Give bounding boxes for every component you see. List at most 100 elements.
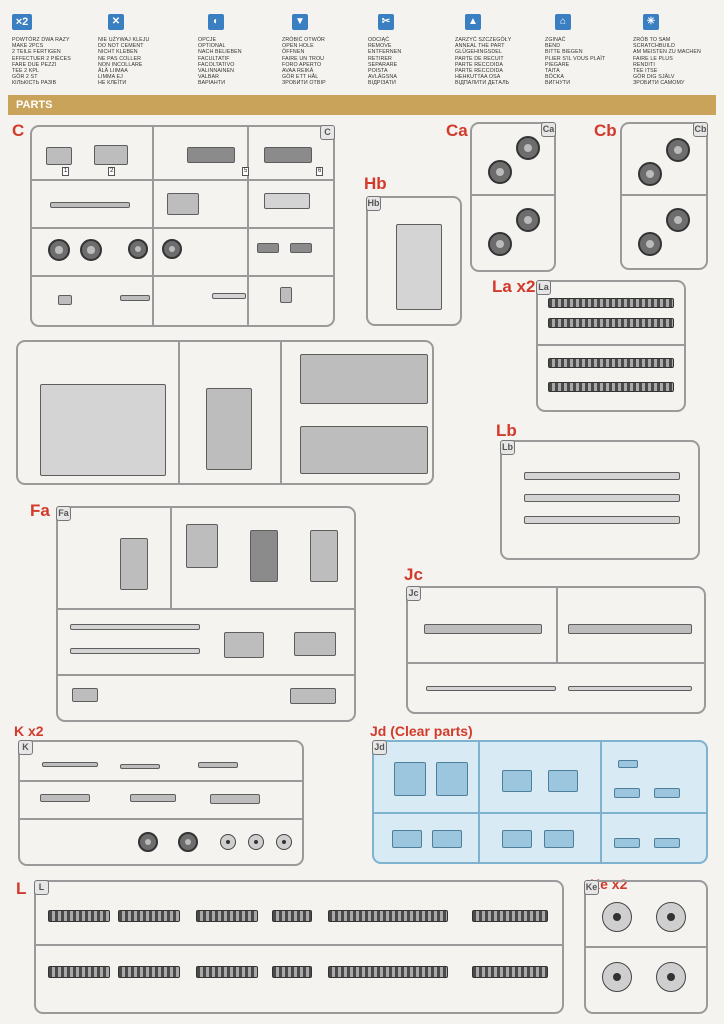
sprue-runner [58, 608, 354, 610]
road-wheel-part [656, 962, 686, 992]
times-two-icon: ×2 [12, 14, 32, 30]
sprue-tag-k: K [18, 740, 33, 755]
sprocket-part [516, 136, 540, 160]
sprue-jc: Jc [406, 586, 706, 714]
track-links-part [48, 966, 110, 978]
sprue-l: L [34, 880, 564, 1014]
sprocket-part [488, 232, 512, 256]
track-links-part [472, 910, 548, 922]
wheel-part [276, 834, 292, 850]
track-links-part [328, 910, 448, 922]
sprue-ke: Ke [584, 880, 708, 1014]
part [264, 193, 310, 209]
sprue-runner [247, 127, 249, 325]
sprue-runner [478, 742, 480, 862]
track-links-part [196, 966, 258, 978]
part [70, 648, 200, 654]
sprue-c: C 1 2 5 6 [30, 125, 335, 327]
part [198, 762, 238, 768]
section-label-jd: Jd (Clear parts) [370, 723, 473, 739]
part [40, 794, 90, 802]
hull-plate-part [40, 384, 166, 476]
part [186, 524, 218, 568]
hull-side-part [206, 388, 252, 470]
sprue-runner [472, 194, 554, 196]
no-glue-icon: ✕ [108, 14, 124, 30]
sprocket-part [666, 208, 690, 232]
clear-lens-part [614, 788, 640, 798]
sprue-tag-lb: Lb [500, 440, 515, 455]
clear-window-part [392, 830, 422, 848]
scratchbuild-icon: ✳ [643, 14, 659, 30]
part [70, 624, 200, 630]
part [167, 193, 199, 215]
clear-lens-part [654, 838, 680, 848]
clear-window-part [502, 830, 532, 848]
hull-floor-part [300, 354, 428, 404]
bend-icon: ⌂ [555, 14, 571, 30]
sprue-runner [178, 342, 180, 483]
sprue-runner [20, 818, 302, 820]
track-run-part [524, 494, 680, 502]
track-links-part [548, 298, 674, 308]
sprue-ca: Ca [470, 122, 556, 272]
sprocket-part [638, 162, 662, 186]
clear-window-part [436, 762, 468, 796]
road-wheel-part [602, 962, 632, 992]
part [50, 202, 130, 208]
sprocket-part [666, 138, 690, 162]
sprue-runner [408, 662, 704, 664]
sprue-tag-hb: Hb [366, 196, 381, 211]
track-links-part [118, 910, 180, 922]
section-label-c: C [12, 121, 25, 140]
sprue-runner [32, 275, 333, 277]
sprocket-part [638, 232, 662, 256]
sprue-runner [538, 344, 684, 346]
part [210, 794, 260, 804]
track-links-part [48, 910, 110, 922]
track-links-part [548, 318, 674, 328]
part [120, 538, 148, 590]
part [280, 287, 292, 303]
track-links-part [472, 966, 548, 978]
optional-icon: ◐ [208, 14, 224, 30]
part [250, 530, 278, 582]
open-hole-icon: ▼ [292, 14, 308, 30]
sprue-tag-jd: Jd [372, 740, 387, 755]
parts-banner: PARTS [8, 95, 716, 115]
part [120, 764, 160, 769]
part [290, 688, 336, 704]
sprue-tag-ca: Ca [541, 122, 556, 137]
wheel-part [248, 834, 264, 850]
track-links-part [272, 966, 312, 978]
section-label-k: K x2 [14, 723, 44, 739]
track-run-part [524, 472, 680, 480]
section-label-la: La x2 [492, 277, 536, 296]
sprue-tag-c: C [320, 125, 335, 140]
sprocket-part [516, 208, 540, 232]
sprue-jd: Jd [372, 740, 708, 864]
road-wheel-part [602, 902, 632, 932]
sprue-runner [586, 946, 706, 948]
part [130, 794, 176, 802]
sprue-tag-jc: Jc [406, 586, 421, 601]
section-label-lb: Lb [496, 421, 517, 440]
track-links-part [118, 966, 180, 978]
part [290, 243, 312, 253]
part [257, 243, 279, 253]
part [120, 295, 150, 301]
sprue-runner [170, 508, 172, 608]
sprue-runner [600, 742, 602, 862]
track-links-part [328, 966, 448, 978]
clear-lens-part [654, 788, 680, 798]
track-links-part [548, 358, 674, 368]
part-number: 5 [242, 167, 250, 176]
sprue-hull-panels [16, 340, 434, 485]
